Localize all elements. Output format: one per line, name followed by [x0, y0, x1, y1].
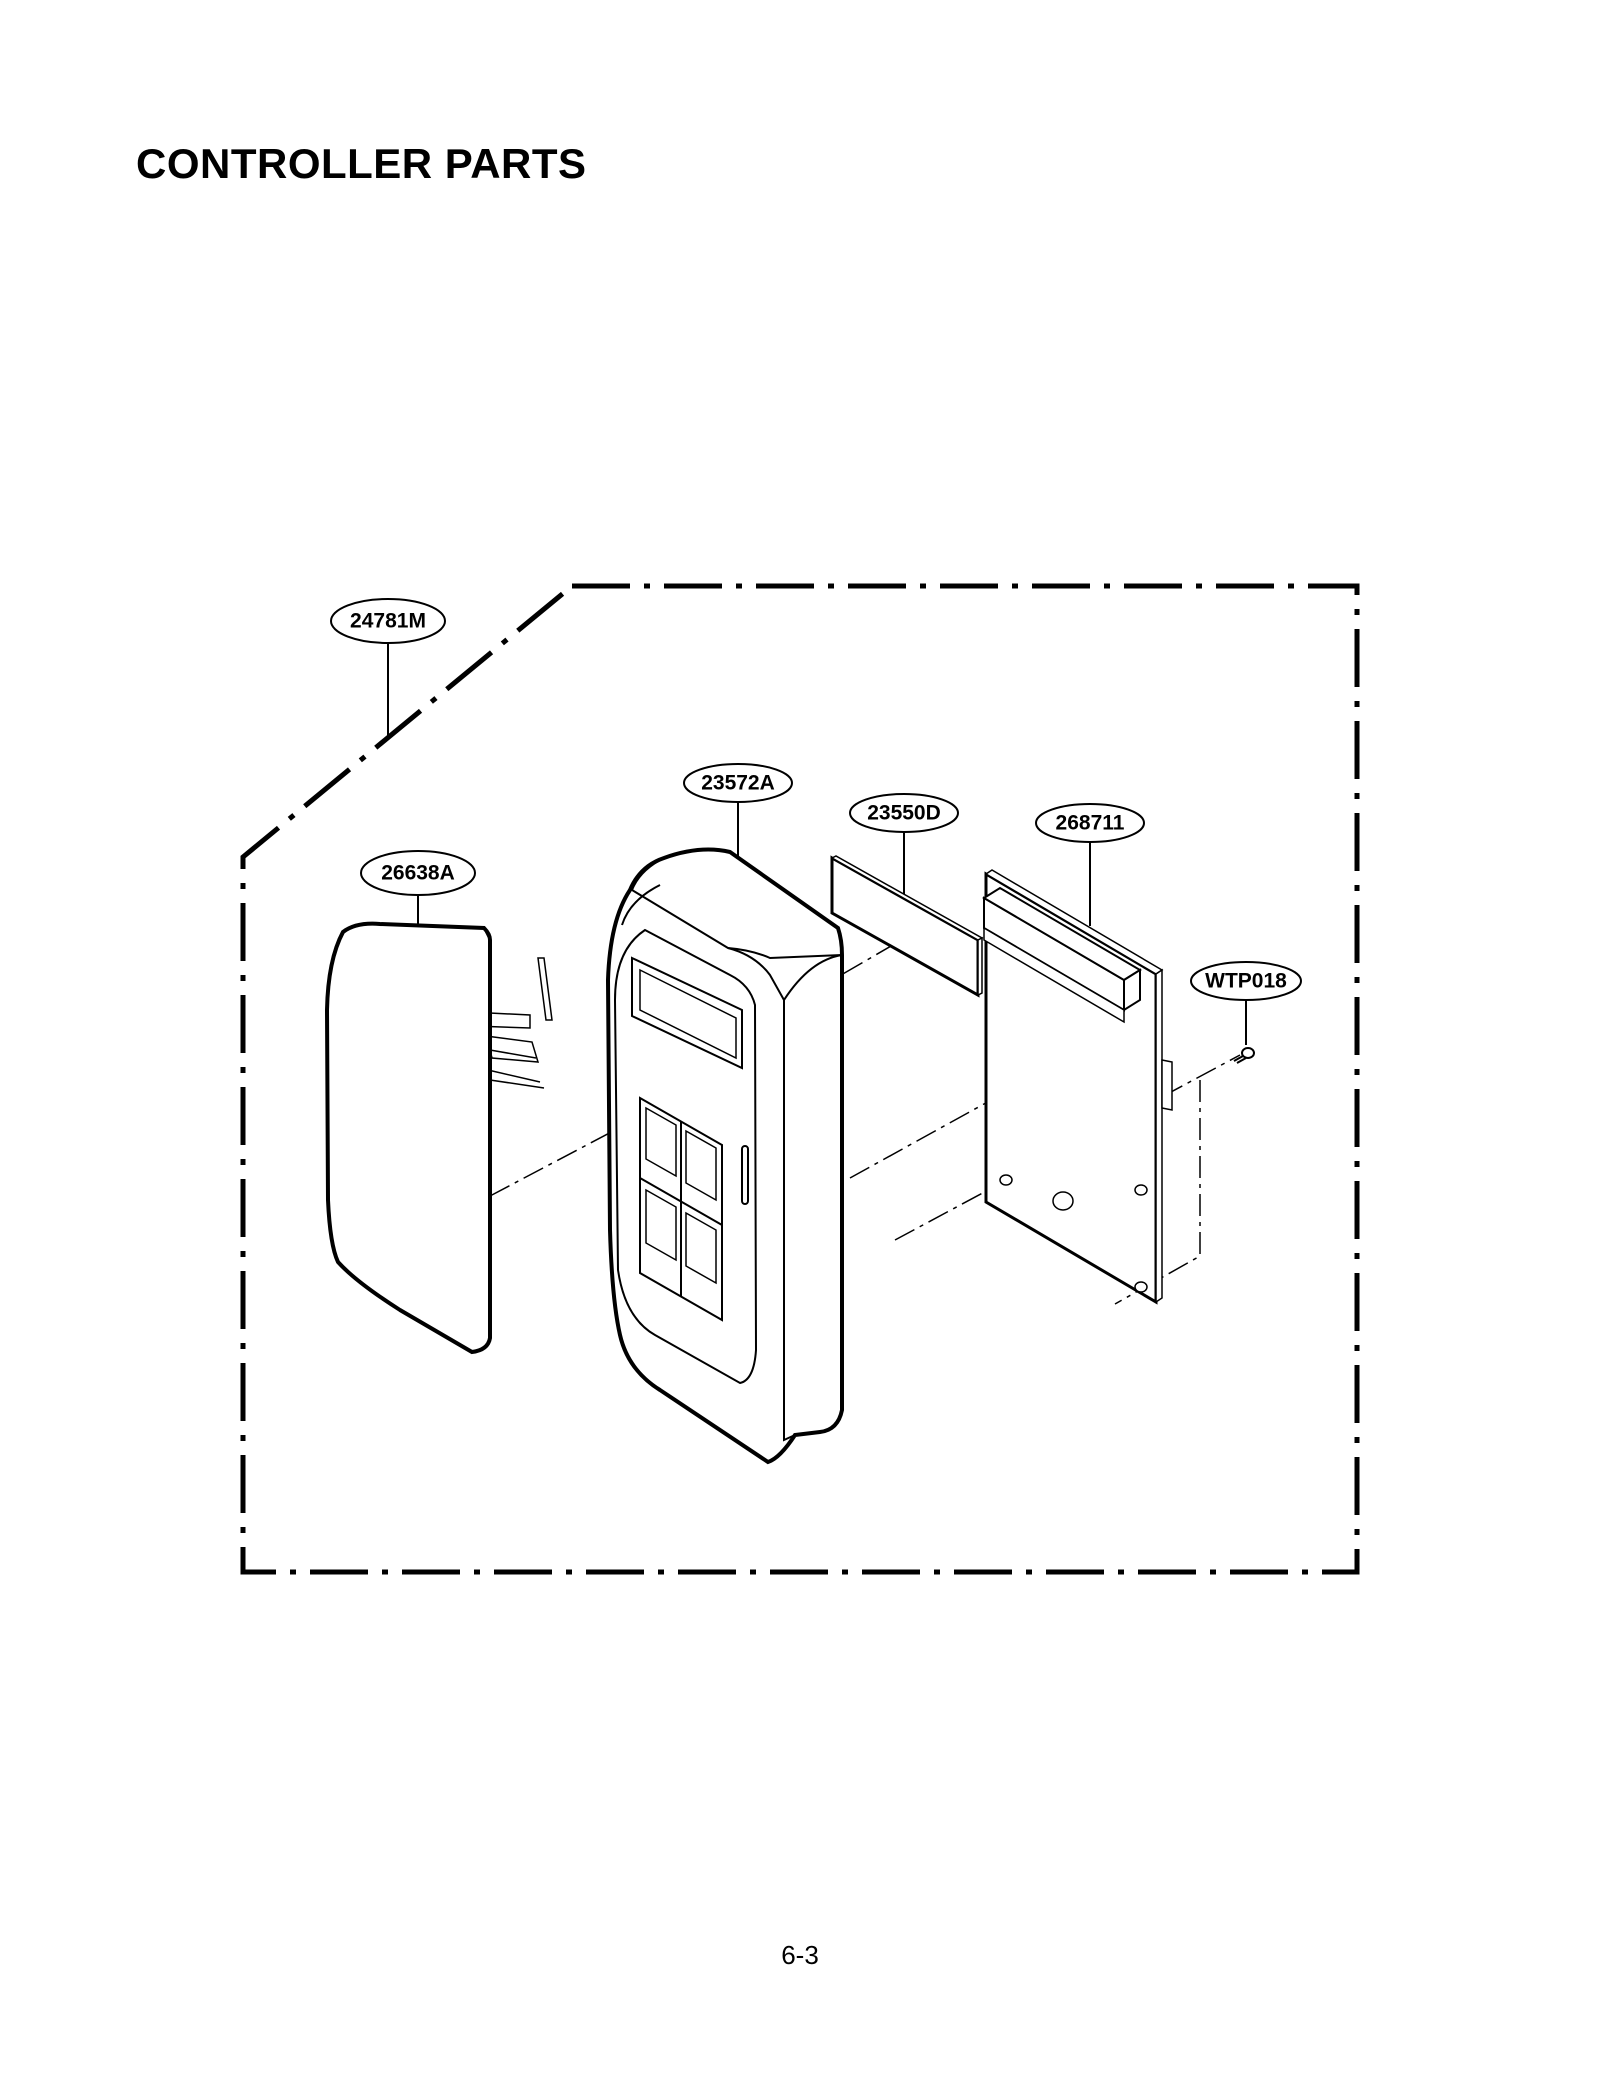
- screw-part: [1233, 1047, 1255, 1064]
- door-panel-part: [324, 921, 553, 1355]
- callout-label-24781M: 24781M: [350, 610, 426, 633]
- callout-bubble-24781M: [330, 598, 446, 644]
- control-panel-part: [605, 847, 844, 1465]
- callout-bubble-23572A: [683, 763, 793, 803]
- page-title: CONTROLLER PARTS: [136, 140, 587, 187]
- callout-bubble-WTP018: [1190, 961, 1302, 1001]
- callout-bubble-23550D: [849, 793, 959, 833]
- callout-label-WTP018: WTP018: [1205, 970, 1287, 993]
- assembly-boundary: [240, 583, 1360, 1575]
- display-window-part: [830, 855, 984, 998]
- callout-label-23572A: 23572A: [701, 772, 775, 795]
- pcb-part: [982, 869, 1173, 1305]
- callout-bubble-26638A: [360, 850, 476, 896]
- callout-label-23550D: 23550D: [867, 802, 941, 825]
- page-number: 6-3: [781, 1940, 819, 1970]
- callout-label-268711: 268711: [1056, 812, 1125, 835]
- callout-bubble-268711: [1035, 803, 1145, 843]
- callout-label-26638A: 26638A: [381, 862, 455, 885]
